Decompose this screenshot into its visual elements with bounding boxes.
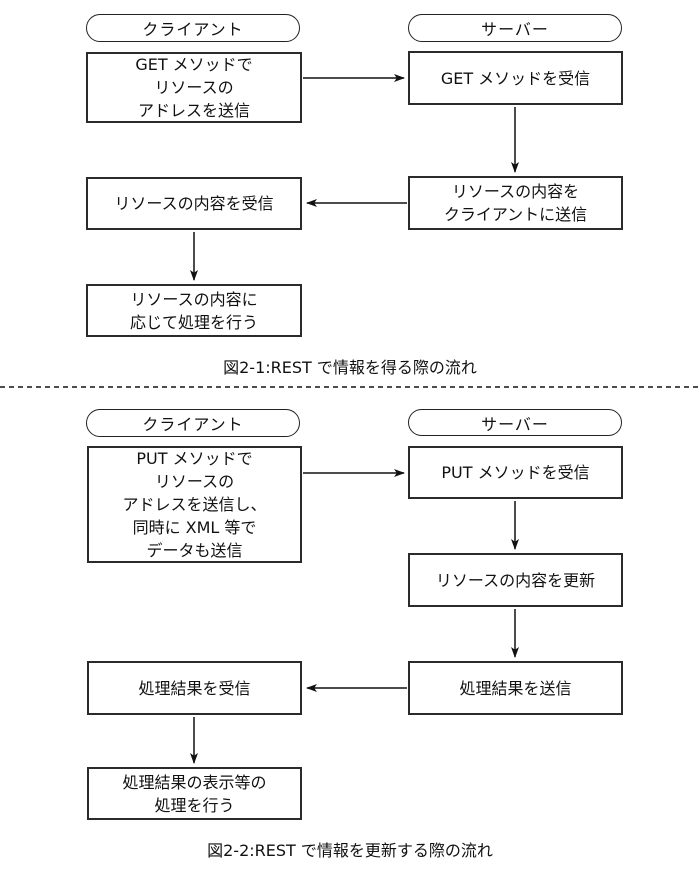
fig2-step-client-request: PUT メソッドで リソースの アドレスを送信し、 同時に XML 等で データ… bbox=[87, 446, 302, 563]
fig2-step-client-process: 処理結果の表示等の 処理を行う bbox=[87, 767, 302, 820]
fig1-step-client-receive: リソースの内容を受信 bbox=[86, 177, 302, 230]
fig1-step-server-receive: GET メソッドを受信 bbox=[408, 51, 623, 105]
fig1-step-client-process: リソースの内容に 応じて処理を行う bbox=[86, 284, 302, 337]
fig1-caption: 図2-1:REST で情報を得る際の流れ bbox=[223, 358, 477, 377]
fig2-caption: 図2-2:REST で情報を更新する際の流れ bbox=[207, 841, 493, 860]
fig2-step-server-send: 処理結果を送信 bbox=[408, 661, 623, 715]
fig2-step-client-receive: 処理結果を受信 bbox=[87, 661, 302, 715]
fig2-client-lane-pill: クライアント bbox=[86, 409, 300, 437]
fig1-step-client-request: GET メソッドで リソースの アドレスを送信 bbox=[86, 52, 302, 123]
fig2-server-lane-pill: サーバー bbox=[408, 409, 622, 436]
fig1-server-lane-pill: サーバー bbox=[408, 14, 622, 42]
fig2-step-server-update: リソースの内容を更新 bbox=[408, 553, 623, 607]
fig2-step-server-receive: PUT メソッドを受信 bbox=[408, 446, 623, 499]
fig1-step-server-send: リソースの内容を クライアントに送信 bbox=[408, 176, 623, 230]
fig1-client-lane-pill: クライアント bbox=[86, 14, 300, 42]
